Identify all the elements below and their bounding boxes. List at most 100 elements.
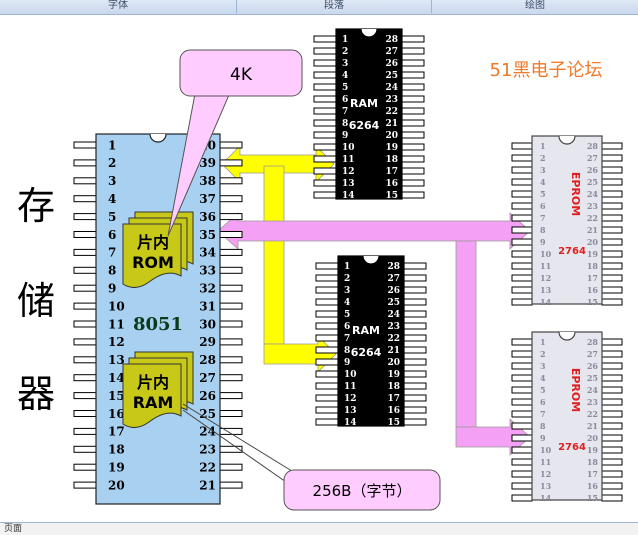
eprom-2764-top-right-pin <box>601 214 623 222</box>
mcu-8051-left-pin-number: 7 <box>108 246 116 260</box>
ram-6264-top-right-pin <box>401 167 425 175</box>
eprom-2764-top-right-pin-number: 26 <box>587 165 599 175</box>
eprom-2764-bottom-left-pin <box>511 494 533 502</box>
mcu-8051-left-pin-number: 14 <box>108 371 125 385</box>
ram-6264-top-right-pin <box>401 155 425 163</box>
eprom-2764-bottom-left-pin <box>511 446 533 454</box>
eprom-2764-top-left-pin-number: 13 <box>540 285 552 295</box>
ram-6264-bottom-right-pin <box>403 310 427 318</box>
mcu-8051-right-pin-number: 29 <box>199 335 216 349</box>
mcu-8051-right-pin <box>219 320 243 328</box>
eprom-2764-top-left-pin-number: 3 <box>540 165 546 175</box>
onchip-rom-label-top: 片内 <box>137 233 169 252</box>
mcu-8051-right-pin-number: 24 <box>199 425 216 439</box>
ram-size-callout-text: 256B（字节） <box>313 482 412 500</box>
mcu-8051-right-pin <box>219 177 243 185</box>
eprom-2764-top-left-pin <box>511 226 533 234</box>
eprom-2764-bottom-right-pin-number: 27 <box>587 349 598 359</box>
eprom-2764-bottom-left-pin-number: 4 <box>540 373 546 383</box>
ram-6264-top-right-pin <box>401 107 425 115</box>
ram-6264-top-right-pin-number: 16 <box>385 179 398 189</box>
ram-6264-top-left-pin <box>313 143 337 151</box>
ram-6264-bottom-right-pin-number: 18 <box>387 382 400 392</box>
eprom-2764-top-left-pin <box>511 238 533 246</box>
ram-6264-top-left-pin-number: 2 <box>342 47 348 57</box>
eprom-2764-bottom-left-pin <box>511 470 533 478</box>
ram-6264-top-right-pin <box>401 131 425 139</box>
mcu-8051-left-pin <box>73 463 97 471</box>
ram-6264-top-right-pin-number: 18 <box>385 155 398 165</box>
onchip-rom-sheet <box>122 223 182 288</box>
eprom-2764-bottom-left-pin <box>511 410 533 418</box>
eprom-2764-bottom-right-pin <box>601 374 623 382</box>
ram-6264-top-left-pin <box>313 131 337 139</box>
ram-6264-top-right-pin-number: 26 <box>385 59 398 69</box>
eprom-2764-bottom-right-pin <box>601 422 623 430</box>
mcu-8051-left-pin-number: 5 <box>108 210 116 224</box>
ram-6264-top-right-pin <box>401 71 425 79</box>
mcu-8051-left-pin <box>73 427 97 435</box>
eprom-2764-bottom-right-pin <box>601 362 623 370</box>
mcu-8051-left-pin-number: 1 <box>108 138 116 152</box>
watermark-text: 51黑电子论坛 <box>490 60 603 81</box>
mcu-8051-left-pin <box>73 141 97 149</box>
eprom-2764-bottom-label: EPROM <box>569 368 582 412</box>
ram-6264-bottom-right-pin <box>403 370 427 378</box>
ribbon-group-font[interactable]: 字体 <box>0 0 237 13</box>
ribbon-group-drawing[interactable]: 绘图 <box>525 0 545 11</box>
ram-6264-bottom-left-pin-number: 4 <box>344 298 350 308</box>
mcu-8051-right-pin-number: 32 <box>199 282 216 296</box>
ram-6264-bottom-left-pin-number: 14 <box>344 418 357 428</box>
ram-6264-top-right-pin <box>401 179 425 187</box>
ram-6264-top-right-pin-number: 19 <box>385 143 398 153</box>
ribbon-group-paragraph[interactable]: 段落 <box>237 0 432 13</box>
ram-6264-top-right-pin-number: 28 <box>385 35 398 45</box>
ram-6264-top-right-pin-number: 17 <box>385 167 398 177</box>
mcu-8051-right-pin <box>219 481 243 489</box>
mcu-8051-left-pin <box>73 320 97 328</box>
eprom-2764-top-left-pin <box>511 166 533 174</box>
ram-6264-bottom-left-pin-number: 11 <box>344 382 357 392</box>
eprom-2764-top-left-pin <box>511 250 533 258</box>
eprom-2764-top-number: 2764 <box>558 246 586 257</box>
eprom-2764-top-left-pin-number: 10 <box>540 249 552 259</box>
eprom-2764-bottom-right-pin <box>601 470 623 478</box>
mcu-8051-left-pin <box>73 159 97 167</box>
rom-callout-box <box>179 49 303 97</box>
eprom-2764-bottom-right-pin-number: 28 <box>587 337 599 347</box>
mcu-8051-left-pin <box>73 195 97 203</box>
eprom-2764-top-right-pin <box>601 190 623 198</box>
ram-6264-bottom-left-pin <box>315 286 339 294</box>
ribbon-bar: 字体 段落 绘图 <box>0 0 638 15</box>
eprom-2764-bottom-left-pin-number: 14 <box>540 493 552 503</box>
yellow-bus-stem <box>263 165 285 345</box>
mcu-8051-right-pin <box>219 338 243 346</box>
ram-6264-top-left-pin <box>313 95 337 103</box>
mcu-8051-right-pin-number: 30 <box>199 317 216 331</box>
ram-6264-top-left-pin-number: 12 <box>342 167 355 177</box>
eprom-2764-top-left-pin <box>511 262 533 270</box>
mcu-8051-right-pin <box>219 463 243 471</box>
eprom-2764-bottom-right-pin <box>601 494 623 502</box>
eprom-2764-top-left-pin-number: 2 <box>540 153 546 163</box>
ram-6264-top-label: RAM <box>350 97 378 110</box>
eprom-2764-bottom-left-pin-number: 6 <box>540 397 546 407</box>
ram-callout-pointer-b <box>182 409 287 483</box>
status-text: 页面 <box>4 524 23 534</box>
mcu-8051-left-pin-number: 10 <box>108 299 125 313</box>
eprom-2764-top-right-pin <box>601 286 623 294</box>
ram-6264-bottom-left-pin-number: 5 <box>344 310 350 320</box>
mcu-8051-right-pin <box>219 248 243 256</box>
eprom-2764-top-right-pin <box>601 166 623 174</box>
eprom-2764-top-left-pin-number: 8 <box>540 225 546 235</box>
rom-size-callout-text: 4K <box>230 65 253 85</box>
mcu-8051-right-pin <box>219 159 243 167</box>
eprom-2764-bottom-left-pin <box>511 422 533 430</box>
ram-6264-bottom-right-pin-number: 16 <box>387 406 400 416</box>
mcu-8051-left-pin <box>73 374 97 382</box>
eprom-2764-top-right-pin-number: 15 <box>587 297 598 307</box>
eprom-2764-bottom-right-pin-number: 23 <box>587 397 599 407</box>
eprom-2764-bottom-left-pin-number: 11 <box>540 457 551 467</box>
